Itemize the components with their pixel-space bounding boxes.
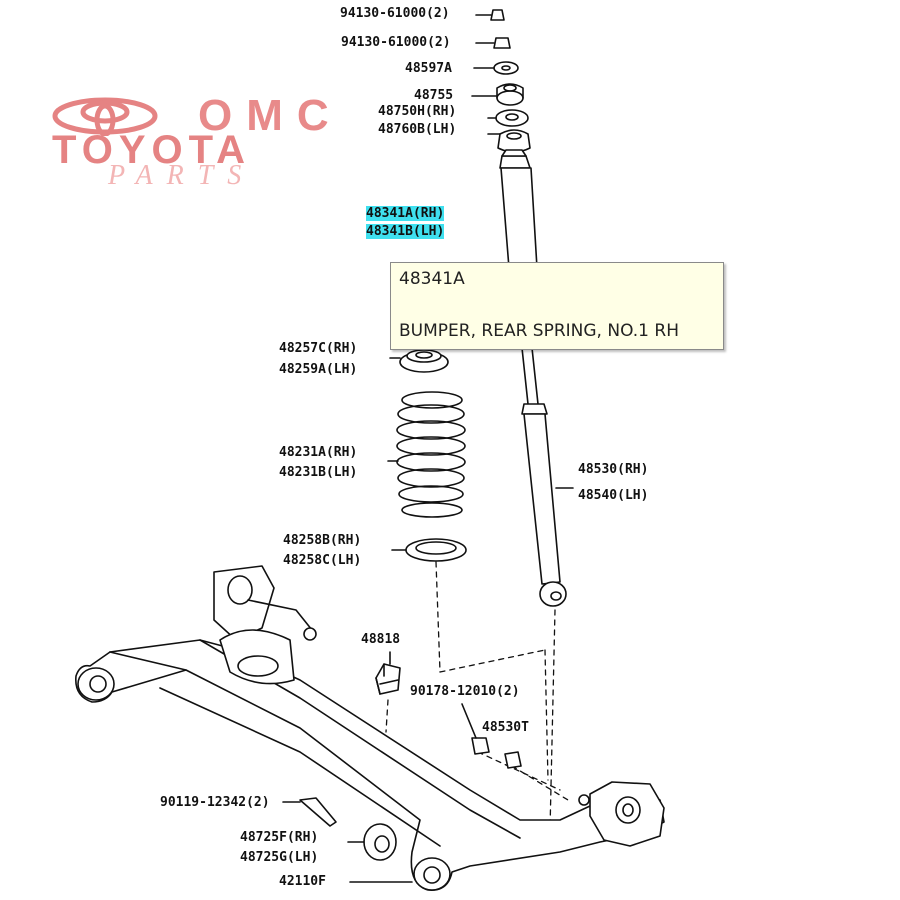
tooltip-part-description: BUMPER, REAR SPRING, NO.1 RH [399,321,679,341]
nut-icon[interactable] [475,37,511,49]
part-label-48750h[interactable]: 48750H(RH) [378,104,457,119]
part-label-94130-61000-b[interactable]: 94130-61000(2) [341,35,451,50]
part-label-48755[interactable]: 48755 [414,88,454,103]
part-label-48818[interactable]: 48818 [361,632,401,647]
nut-icon[interactable] [475,9,505,21]
part-label-48725g[interactable]: 48725G(LH) [240,850,319,865]
cushion-icon[interactable] [487,129,531,153]
bumper-icon[interactable] [499,149,531,169]
part-label-48760b[interactable]: 48760B(LH) [378,122,457,137]
part-label-48258c[interactable]: 48258C(LH) [283,553,362,568]
cushion-icon[interactable] [487,109,529,127]
spring-seat-lower-icon[interactable] [391,538,467,562]
logo-mc-text: OMC [198,91,343,140]
shock-absorber-icon[interactable] [500,167,574,607]
part-label-48530t[interactable]: 48530T [482,720,529,735]
cushion-icon[interactable] [471,83,524,106]
omc-toyota-parts-logo: OMC TOYOTA PARTS [48,91,378,191]
part-label-48540[interactable]: 48540(LH) [578,488,649,503]
part-label-48231b[interactable]: 48231B(LH) [279,465,358,480]
part-label-42110f[interactable]: 42110F [279,874,326,889]
toyota-emblem-icon [52,97,158,136]
part-label-48597a[interactable]: 48597A [405,61,452,76]
coil-spring-icon[interactable] [387,391,466,518]
rear-axle-beam-icon[interactable] [75,565,665,891]
part-label-90119-12342[interactable]: 90119-12342(2) [160,795,270,810]
bound-bumper-icon[interactable] [375,651,401,695]
bolt-icon[interactable] [461,703,490,755]
part-label-48725f[interactable]: 48725F(RH) [240,830,319,845]
part-label-90178-12010[interactable]: 90178-12010(2) [410,684,520,699]
tooltip-part-code: 48341A [399,269,465,289]
part-label-48258b[interactable]: 48258B(RH) [283,533,362,548]
part-label-48341a[interactable]: 48341A(RH) [366,206,445,221]
part-label-48530[interactable]: 48530(RH) [578,462,649,477]
part-label-48231a[interactable]: 48231A(RH) [279,445,358,460]
washer-icon[interactable] [473,61,519,75]
logo-toyota-text: TOYOTA [52,128,251,172]
part-label-48259a[interactable]: 48259A(LH) [279,362,358,377]
part-label-48341b[interactable]: 48341B(LH) [366,224,445,239]
part-label-94130-61000-a[interactable]: 94130-61000(2) [340,6,450,21]
nut-icon[interactable] [504,751,522,769]
spring-seat-upper-icon[interactable] [389,349,449,373]
bushing-icon[interactable] [347,823,397,861]
part-label-48257c[interactable]: 48257C(RH) [279,341,358,356]
bolt-icon[interactable] [282,797,337,827]
part-tooltip: 48341A BUMPER, REAR SPRING, NO.1 RH [390,262,724,350]
logo-parts-text: PARTS [108,160,256,191]
